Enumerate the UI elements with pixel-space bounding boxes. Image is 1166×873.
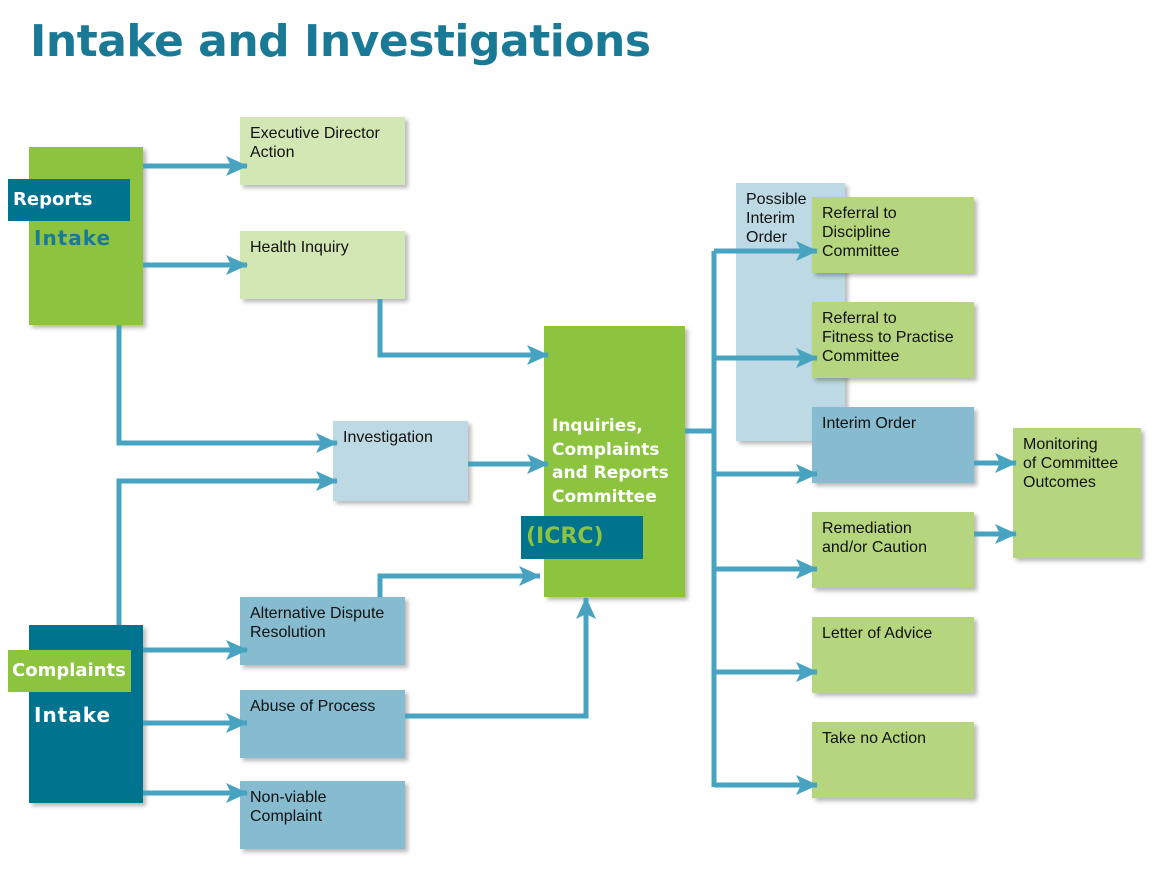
icrc-name: Inquiries, Complaints and Reports Commit… [552,416,669,507]
icrc-abbr-badge: (ICRC) [521,516,643,559]
monitoring-box: Monitoring of Committee Outcomes [1013,428,1141,558]
arrow-abuse-to-icrc [405,597,596,719]
complaints-badge: Complaints [8,650,131,692]
page-title: Intake and Investigations [30,16,651,67]
arrow-reports-to-investigation [116,325,338,453]
arrow-health-to-icrc [377,299,549,365]
arrow-adr-to-icrc [377,566,541,597]
investigation-box: Investigation [333,421,468,501]
executive-director-action-box: Executive Director Action [240,117,405,185]
reports-intake-box [29,147,143,325]
remediation-caution-box: Remediation and/or Caution [812,512,974,588]
abuse-of-process-box: Abuse of Process [240,690,405,758]
referral-to-fitness-box: Referral to Fitness to Practise Committe… [812,302,974,378]
referral-to-discipline-box: Referral to Discipline Committee [812,197,974,273]
health-inquiry-box: Health Inquiry [240,231,405,299]
interim-order-box: Interim Order [812,407,974,483]
reports-intake-label: Intake [34,226,112,250]
take-no-action-box: Take no Action [812,722,974,798]
non-viable-complaint-box: Non-viable Complaint [240,781,405,849]
alternative-dispute-resolution-box: Alternative Dispute Resolution [240,597,405,665]
letter-of-advice-box: Letter of Advice [812,617,974,693]
complaints-intake-label: Intake [34,703,112,727]
reports-badge: Reports [8,179,130,221]
